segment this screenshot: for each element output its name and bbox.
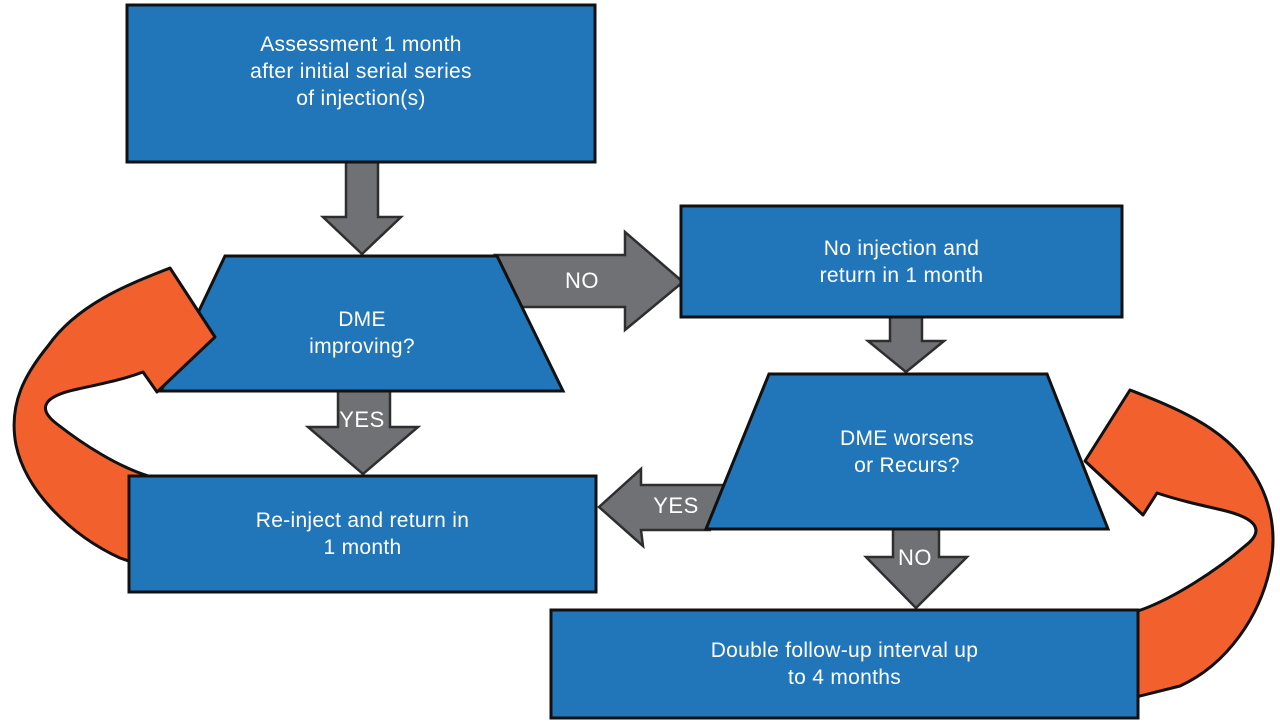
arrow-yes-improving-down bbox=[304, 386, 422, 476]
arrow-no-improving-right bbox=[493, 229, 685, 333]
arrow-noinjection-to-worsens bbox=[864, 310, 948, 374]
arrow-assessment-to-improving bbox=[319, 154, 405, 256]
arrow-no-worsens-down bbox=[863, 523, 971, 610]
arrow-yes-worsens-left bbox=[597, 466, 730, 550]
node-reinject-shape bbox=[127, 474, 598, 594]
node-double-interval-shape bbox=[549, 608, 1140, 720]
node-dme-improving-shape bbox=[158, 254, 566, 393]
node-no-injection-shape bbox=[679, 204, 1124, 319]
loop-arrow-left-icon bbox=[12, 266, 217, 572]
node-dme-worsens-shape bbox=[703, 372, 1111, 531]
node-assessment-shape bbox=[125, 3, 597, 164]
